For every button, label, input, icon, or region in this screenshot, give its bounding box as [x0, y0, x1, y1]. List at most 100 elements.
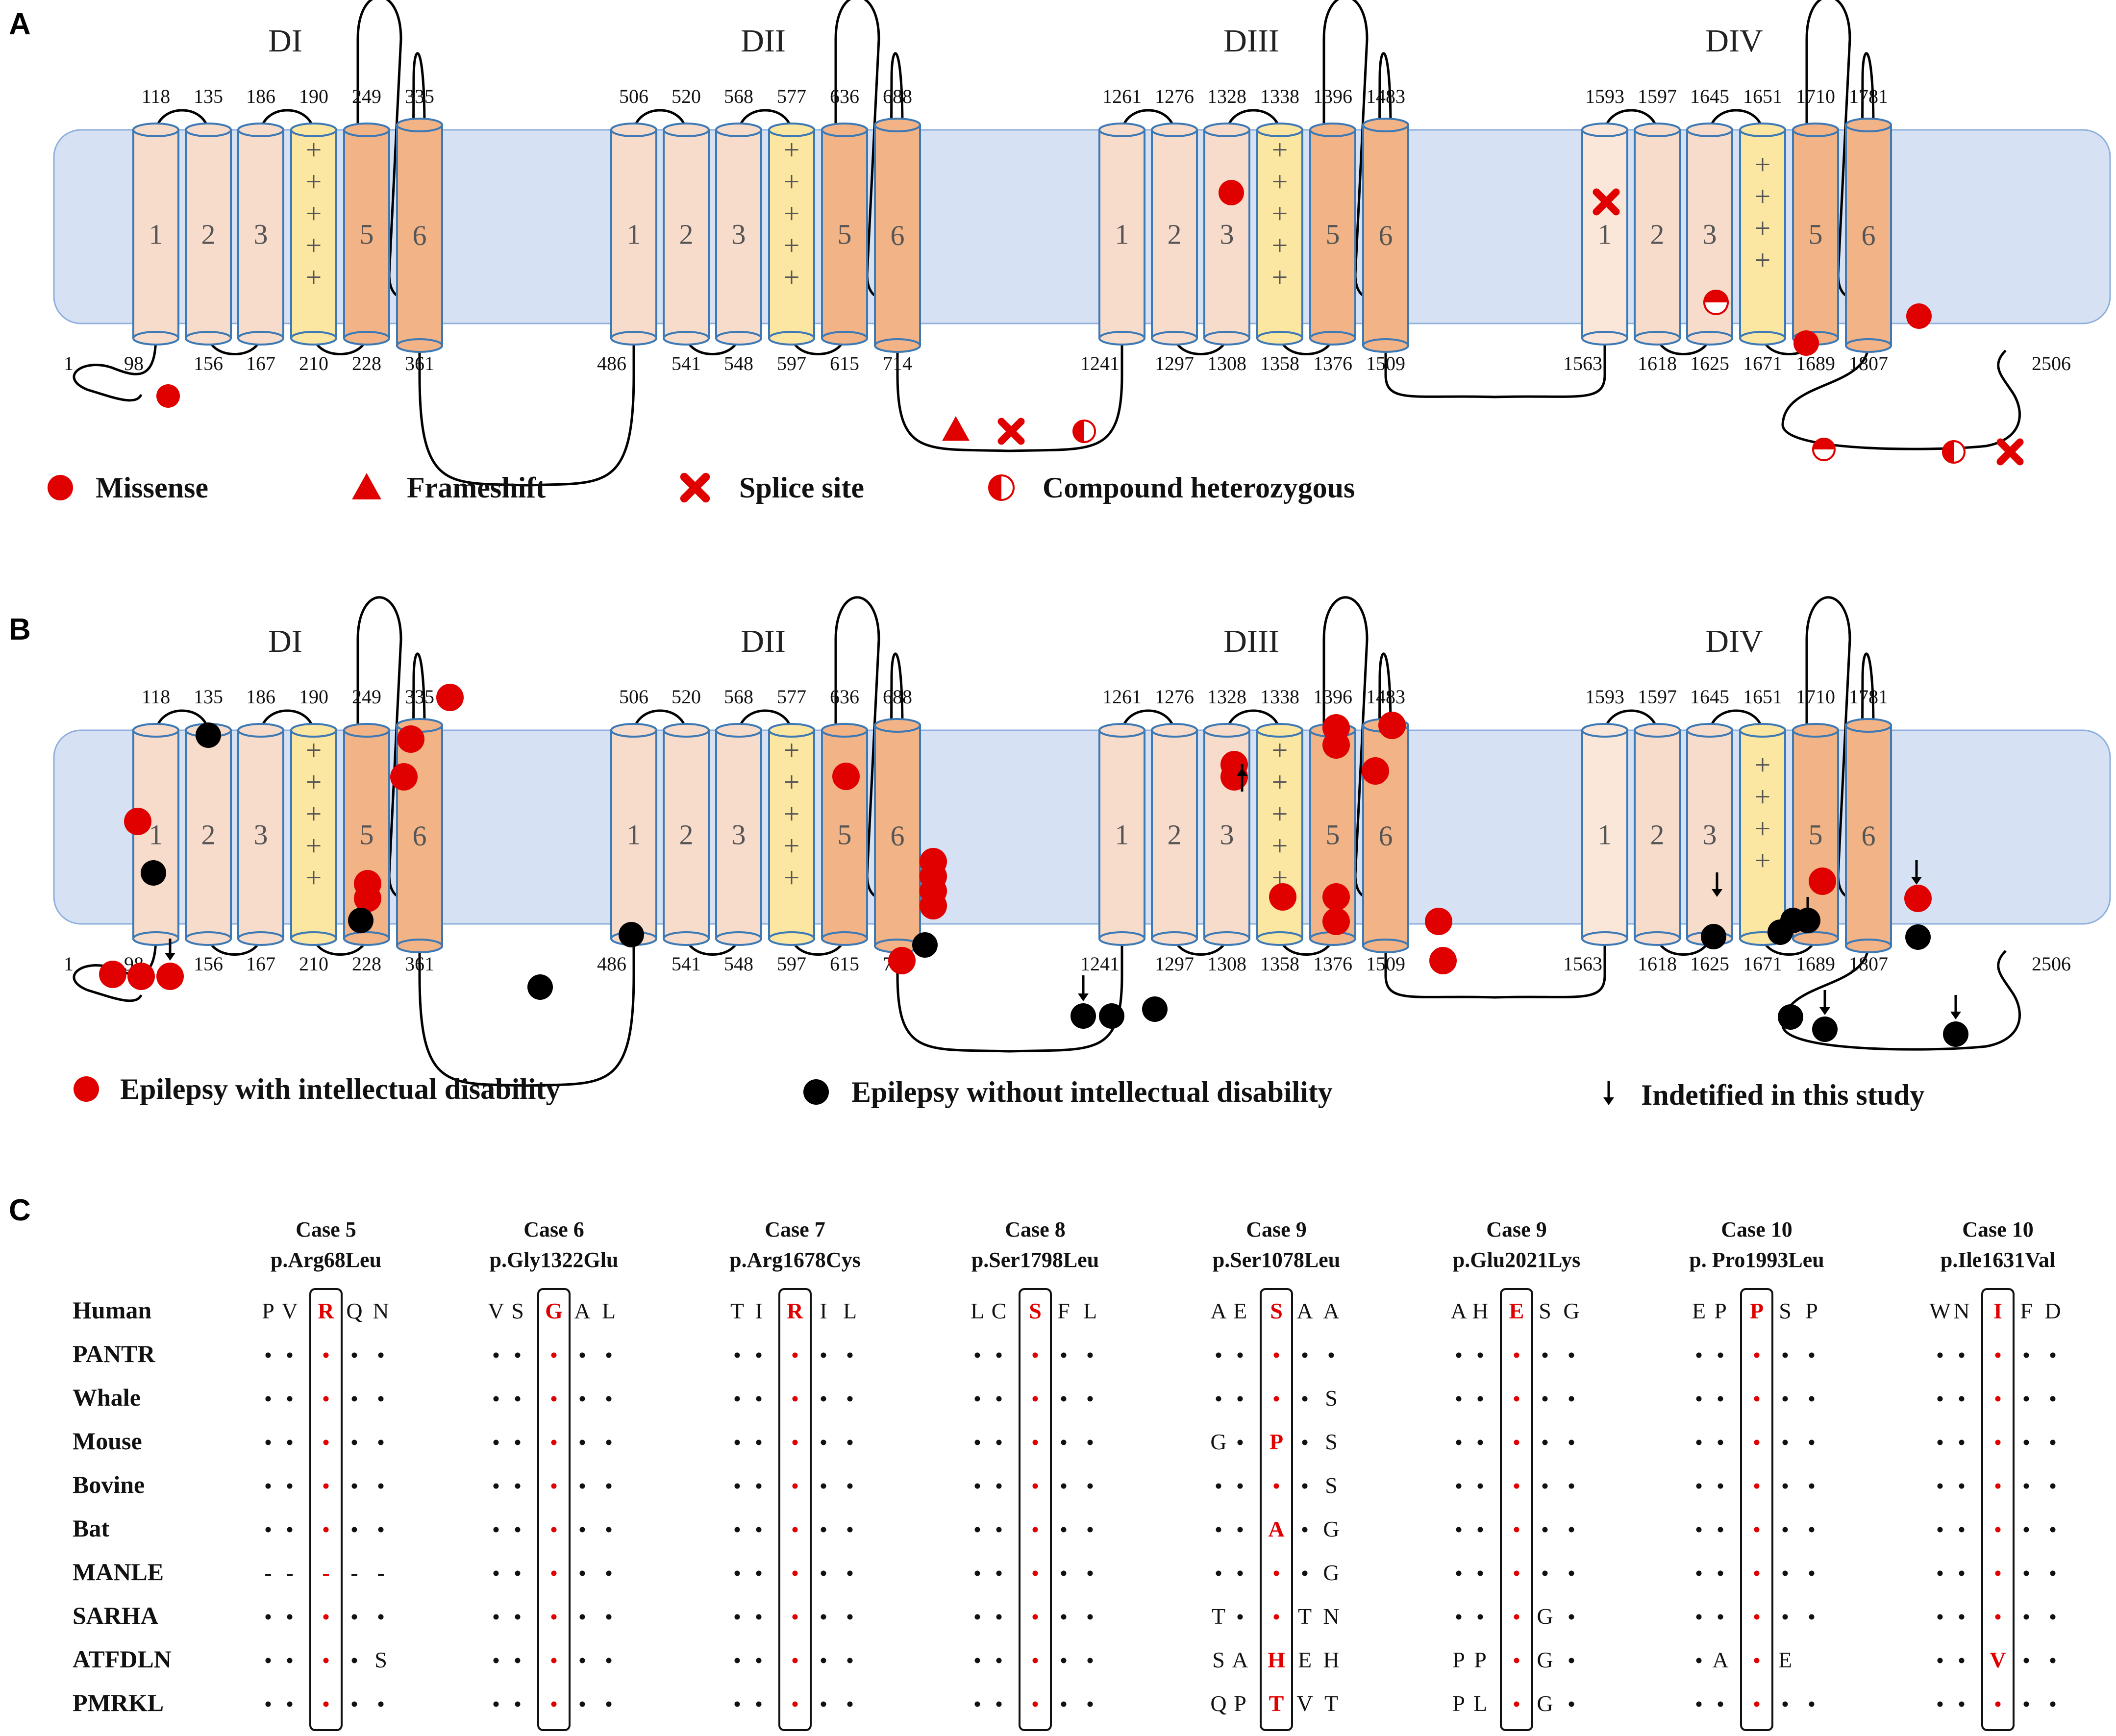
- without-id-marker: [1943, 1021, 1968, 1047]
- residue-position: 1308: [1207, 352, 1246, 374]
- segment-label: 5: [1809, 219, 1823, 250]
- helix-cap: [1203, 331, 1250, 346]
- conserved-dot: [974, 1483, 980, 1489]
- conserved-dot: [1087, 1439, 1093, 1445]
- legend-missense-label: Missense: [96, 471, 208, 504]
- conserved-dot: [1754, 1439, 1760, 1445]
- conserved-dot: [756, 1352, 762, 1358]
- amino-acid: I: [820, 1298, 827, 1323]
- domain-label: DIV: [1705, 623, 1763, 659]
- amino-acid: S: [1325, 1386, 1338, 1411]
- helix-cap: [1362, 118, 1409, 132]
- conserved-dot: [974, 1527, 980, 1533]
- conserved-dot: [792, 1658, 798, 1663]
- helix-cap: [1309, 123, 1356, 137]
- residue-position: 597: [777, 352, 806, 374]
- conserved-dot: [1273, 1483, 1279, 1489]
- conserved-dot: [493, 1701, 499, 1707]
- residue-position: 98: [124, 352, 144, 374]
- c-terminus: [1781, 943, 2021, 1051]
- residue-position: 486: [597, 953, 626, 975]
- amino-acid: N: [1953, 1298, 1969, 1323]
- conserved-dot: [1237, 1570, 1243, 1576]
- conserved-dot: [1542, 1352, 1548, 1358]
- residue-position: 1689: [1796, 352, 1835, 374]
- conserved-dot: [606, 1614, 612, 1620]
- conserved-dot: [756, 1439, 762, 1445]
- with-id-marker: [1425, 908, 1452, 935]
- segment-label: 1: [627, 819, 641, 851]
- splice-site-marker: [1996, 438, 2024, 466]
- residue-position: 228: [352, 352, 381, 374]
- with-id-marker: [1322, 883, 1350, 911]
- amino-acid: P: [1452, 1691, 1465, 1716]
- conserved-dot: [1477, 1527, 1483, 1533]
- segment-label: 6: [1862, 220, 1876, 251]
- voltage-sensor-charge: +: [306, 261, 322, 293]
- residue-position: 688: [883, 85, 912, 107]
- conserved-dot: [996, 1614, 1002, 1620]
- residue-position: 335: [405, 686, 434, 708]
- without-id-marker: [1070, 1003, 1096, 1029]
- helix-cap: [1151, 931, 1198, 946]
- n-terminus-label: 1: [64, 953, 74, 975]
- legend-without-id-label: Epilepsy without intellectual disability: [851, 1076, 1333, 1108]
- conserved-dot: [1959, 1352, 1965, 1358]
- conserved-dot: [974, 1352, 980, 1358]
- legend-splice-symbol: [680, 472, 710, 503]
- helix-cap: [185, 123, 232, 137]
- residue-position: 1338: [1260, 85, 1299, 107]
- residue-position: 520: [672, 686, 701, 708]
- conserved-dot: [734, 1483, 740, 1489]
- amino-acid: S: [1325, 1473, 1338, 1498]
- conserved-dot: [579, 1701, 585, 1707]
- residue-position: 1625: [1690, 352, 1729, 374]
- conserved-dot: [734, 1614, 740, 1620]
- voltage-sensor-charge: +: [784, 766, 800, 798]
- voltage-sensor-charge: +: [1272, 198, 1288, 229]
- residue-position: 190: [299, 686, 328, 708]
- helix-cap: [1362, 338, 1409, 353]
- residue-position: 1308: [1207, 953, 1246, 975]
- conserved-dot: [1456, 1352, 1462, 1358]
- residue-position: 486: [597, 352, 626, 374]
- with-id-marker: [99, 961, 126, 988]
- amino-acid: L: [602, 1298, 616, 1323]
- conserved-dot: [265, 1701, 271, 1707]
- helix-cap: [1256, 931, 1303, 946]
- helix-cap: [185, 331, 232, 346]
- segment-label: 1: [1598, 219, 1612, 250]
- conserved-dot: [1237, 1439, 1243, 1445]
- residue-position: 1328: [1207, 686, 1246, 708]
- conserved-dot: [792, 1483, 798, 1489]
- conserved-dot: [792, 1352, 798, 1358]
- conserved-dot: [351, 1439, 357, 1445]
- helix-d4-s4: [1739, 129, 1786, 339]
- conserved-dot: [821, 1396, 826, 1402]
- voltage-sensor-charge: +: [306, 166, 322, 198]
- arrow-head: [1078, 993, 1089, 1001]
- conserved-dot: [1718, 1701, 1723, 1707]
- amino-acid: G: [1323, 1516, 1339, 1541]
- helix-cap: [1845, 939, 1892, 953]
- conserved-dot: [1718, 1483, 1723, 1489]
- segment-label: 3: [732, 219, 746, 250]
- conserved-dot: [378, 1352, 384, 1358]
- arrow-head: [1603, 1097, 1614, 1105]
- helix-cap: [1739, 723, 1786, 738]
- helix-cap: [396, 939, 443, 953]
- conserved-dot: [1568, 1658, 1574, 1663]
- residue-position: 541: [672, 352, 701, 374]
- residue-position: 1645: [1690, 85, 1729, 107]
- conserved-dot: [821, 1701, 826, 1707]
- amino-acid: S: [1779, 1298, 1792, 1323]
- conserved-dot: [1456, 1396, 1462, 1402]
- arrow-head: [1950, 1012, 1961, 1019]
- conserved-dot: [1032, 1483, 1038, 1489]
- conserved-dot: [792, 1396, 798, 1402]
- conserved-dot: [287, 1483, 293, 1489]
- conserved-dot: [974, 1658, 980, 1663]
- helix-cap: [768, 123, 815, 137]
- arrow-head: [165, 953, 175, 961]
- conserved-dot: [493, 1570, 499, 1576]
